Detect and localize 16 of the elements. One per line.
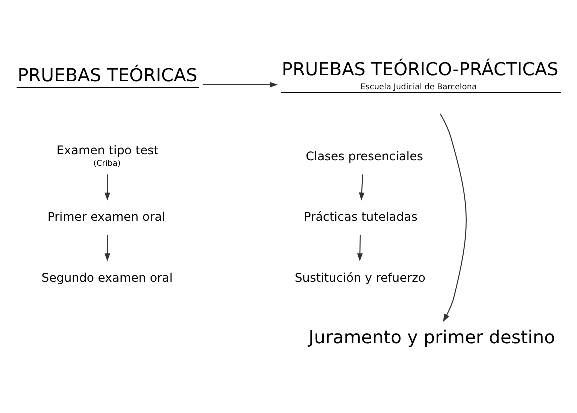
arrow	[104, 234, 110, 262]
node-text: Segundo examen oral	[42, 270, 173, 285]
node-text: Prácticas tuteladas	[304, 210, 418, 224]
arrow	[104, 174, 110, 201]
arrow	[357, 234, 363, 262]
node-text: Juramento y primer destino	[308, 327, 556, 348]
arrow	[202, 82, 278, 88]
node-label: PRUEBAS TEÓRICO-PRÁCTICAS	[282, 59, 559, 80]
arrow	[359, 174, 365, 201]
node-text: Sustitución y refuerzo	[294, 270, 426, 285]
node-text: Clases presenciales	[306, 149, 424, 164]
arrow	[440, 114, 467, 322]
node-label: PRUEBAS TEÓRICAS	[18, 65, 198, 86]
node-label: Escuela Judicial de Barcelona	[360, 82, 478, 92]
node-text: Primer examen oral	[48, 210, 166, 224]
node-text: Examen tipo test (Criba)	[56, 143, 159, 168]
